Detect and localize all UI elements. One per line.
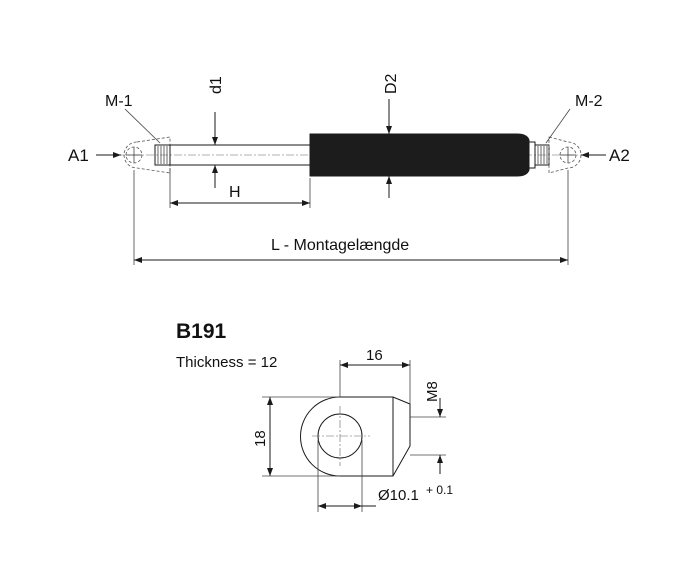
dimension-d1: d1 — [208, 76, 225, 188]
label-mount-length: L - Montagelængde — [271, 237, 409, 254]
fitting-code: B191 — [176, 320, 227, 343]
label-dim-18: 18 — [252, 430, 269, 447]
label-dim-hole: Ø10.1 — [378, 487, 419, 504]
dimension-d2: D2 — [383, 73, 400, 198]
left-eye-fitting — [123, 136, 171, 174]
dimension-16: 16 — [339, 347, 411, 404]
dimension-l: L - Montagelængde — [133, 170, 569, 265]
dimension-hole: Ø10.1 + 0.1 — [317, 440, 453, 512]
label-d2: D2 — [383, 73, 400, 94]
fitting-drawing: B191 Thickness = 12 16 18 M8 — [176, 320, 453, 512]
dimension-h: H — [169, 168, 311, 208]
fitting-thickness: Thickness = 12 — [176, 354, 277, 371]
label-a2: A2 — [609, 146, 630, 165]
right-eye-fitting — [548, 136, 582, 174]
dimension-18: 18 — [252, 396, 340, 477]
label-m1: M-1 — [105, 93, 133, 110]
label-a1: A1 — [68, 146, 89, 165]
label-dim-16: 16 — [366, 347, 383, 364]
label-dim-m8: M8 — [424, 381, 441, 402]
fitting-eye-outline — [300, 396, 411, 477]
gas-spring-drawing: A1 A2 M-1 M-2 d1 D2 H — [68, 73, 630, 265]
dimension-m8: M8 — [410, 381, 446, 474]
label-dim-hole-tolerance: + 0.1 — [426, 483, 453, 497]
label-h: H — [229, 184, 241, 201]
cylinder-tube — [309, 133, 530, 177]
label-m2: M-2 — [575, 93, 603, 110]
label-d1: d1 — [208, 76, 225, 94]
